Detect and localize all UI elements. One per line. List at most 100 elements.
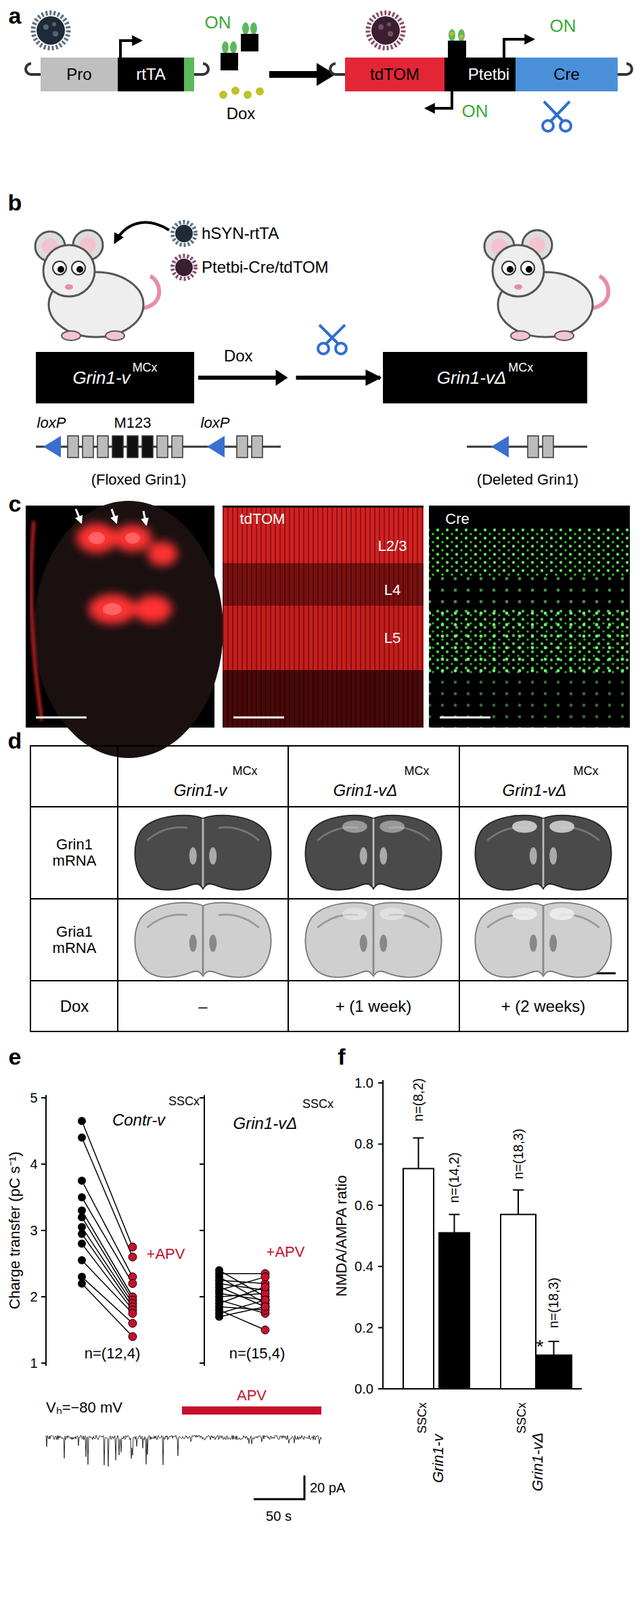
art-shape bbox=[88, 531, 105, 544]
brain-section bbox=[134, 815, 271, 890]
art-shape bbox=[46, 1434, 322, 1467]
art-shape bbox=[77, 1239, 86, 1248]
art-shape bbox=[527, 435, 539, 458]
holding-potential: Vₕ=−80 mV bbox=[46, 1399, 123, 1416]
art-shape bbox=[209, 934, 217, 952]
art-shape bbox=[378, 1387, 383, 1389]
art-shape bbox=[403, 1168, 434, 1389]
art-shape bbox=[67, 435, 79, 458]
art-shape bbox=[474, 902, 611, 977]
art-shape bbox=[553, 1340, 555, 1355]
art-shape bbox=[77, 1176, 86, 1185]
art-shape bbox=[194, 63, 209, 75]
art-shape bbox=[172, 221, 196, 245]
art-shape bbox=[261, 1272, 270, 1281]
art-shape bbox=[30, 745, 628, 1032]
brain-section bbox=[474, 815, 611, 890]
art-shape bbox=[113, 524, 152, 552]
brain-section bbox=[474, 902, 611, 977]
art-shape bbox=[617, 63, 632, 75]
scissors-icon bbox=[317, 324, 347, 354]
art-shape bbox=[317, 913, 430, 927]
sample-size: n=(15,4) bbox=[229, 1344, 286, 1362]
axis-title: NMDA/AMPA ratio bbox=[333, 1174, 350, 1296]
table-cell: + (2 weeks) bbox=[501, 997, 586, 1015]
region-superscript: MCx bbox=[232, 764, 258, 779]
art-shape bbox=[305, 815, 442, 890]
scale-label: 20 pA bbox=[309, 1479, 346, 1495]
brain-sections bbox=[134, 815, 611, 977]
art-shape bbox=[504, 39, 534, 58]
arrow-head bbox=[276, 369, 289, 386]
art-shape bbox=[189, 934, 197, 952]
art-shape bbox=[36, 16, 65, 45]
art-shape bbox=[535, 1354, 572, 1389]
art-shape bbox=[529, 847, 538, 865]
art-shape bbox=[342, 819, 368, 833]
art-shape bbox=[81, 1259, 133, 1313]
axis-title: Charge transfer (pC s⁻¹) bbox=[6, 1150, 24, 1309]
reporter-segment: tdTOM bbox=[345, 57, 445, 92]
panel-letter: f bbox=[337, 1043, 346, 1069]
art-shape bbox=[25, 63, 41, 75]
art-shape bbox=[287, 745, 289, 1032]
art-shape bbox=[82, 435, 94, 458]
art-shape bbox=[175, 258, 193, 277]
art-shape bbox=[233, 716, 285, 719]
art-shape bbox=[97, 435, 109, 458]
art-shape bbox=[215, 1311, 224, 1320]
virus-icon bbox=[33, 12, 69, 49]
panel-letter: d bbox=[8, 727, 23, 753]
art-shape bbox=[219, 1309, 266, 1330]
art-shape bbox=[134, 815, 271, 890]
art-shape bbox=[111, 508, 117, 523]
art-shape bbox=[171, 435, 183, 458]
art-shape bbox=[236, 435, 248, 458]
superscript-text: MCx bbox=[508, 361, 534, 375]
art-shape bbox=[77, 1116, 86, 1125]
art-shape bbox=[127, 435, 139, 458]
art-shape bbox=[447, 40, 467, 59]
superscript-text: MCx bbox=[132, 361, 158, 375]
chart-title: Contr-v bbox=[112, 1110, 166, 1129]
art-shape bbox=[189, 847, 197, 865]
art-shape bbox=[142, 435, 153, 458]
art-shape bbox=[33, 12, 69, 49]
art-shape bbox=[517, 1189, 519, 1214]
virus-icon bbox=[172, 255, 196, 279]
art-shape bbox=[76, 522, 118, 553]
micrograph-art bbox=[25, 500, 630, 758]
art-shape bbox=[549, 907, 575, 920]
art-shape bbox=[474, 815, 611, 890]
region-superscript: MCx bbox=[404, 764, 430, 779]
art-shape bbox=[219, 1286, 266, 1304]
art-shape bbox=[261, 1325, 270, 1334]
art-shape bbox=[428, 505, 630, 728]
art-shape bbox=[184, 57, 195, 92]
channel-label: tdTOM bbox=[240, 510, 286, 528]
art-shape bbox=[382, 1079, 384, 1389]
edge-label: Dox bbox=[223, 347, 254, 365]
art-shape bbox=[156, 435, 168, 458]
art-shape bbox=[115, 222, 170, 243]
art-shape bbox=[112, 435, 124, 458]
art-shape bbox=[335, 343, 347, 354]
art-shape bbox=[549, 819, 575, 833]
region-superscript: SSCx bbox=[416, 1401, 430, 1433]
art-shape bbox=[125, 532, 141, 544]
art-shape bbox=[243, 90, 252, 99]
art-shape bbox=[102, 602, 122, 615]
art-shape bbox=[219, 1286, 266, 1306]
box-text: Pro bbox=[66, 65, 92, 84]
box-text: Grin1-v bbox=[72, 368, 130, 388]
box-text: Cre bbox=[553, 65, 580, 84]
table-cell: – bbox=[198, 997, 208, 1015]
sample-size: n=(14,2) bbox=[446, 1151, 462, 1203]
art-shape bbox=[428, 673, 630, 728]
art-shape bbox=[35, 508, 147, 718]
art-shape bbox=[230, 41, 237, 54]
art-shape bbox=[30, 805, 628, 808]
brain-section bbox=[305, 902, 442, 977]
art-shape bbox=[81, 1233, 133, 1307]
art-shape bbox=[41, 1162, 47, 1165]
